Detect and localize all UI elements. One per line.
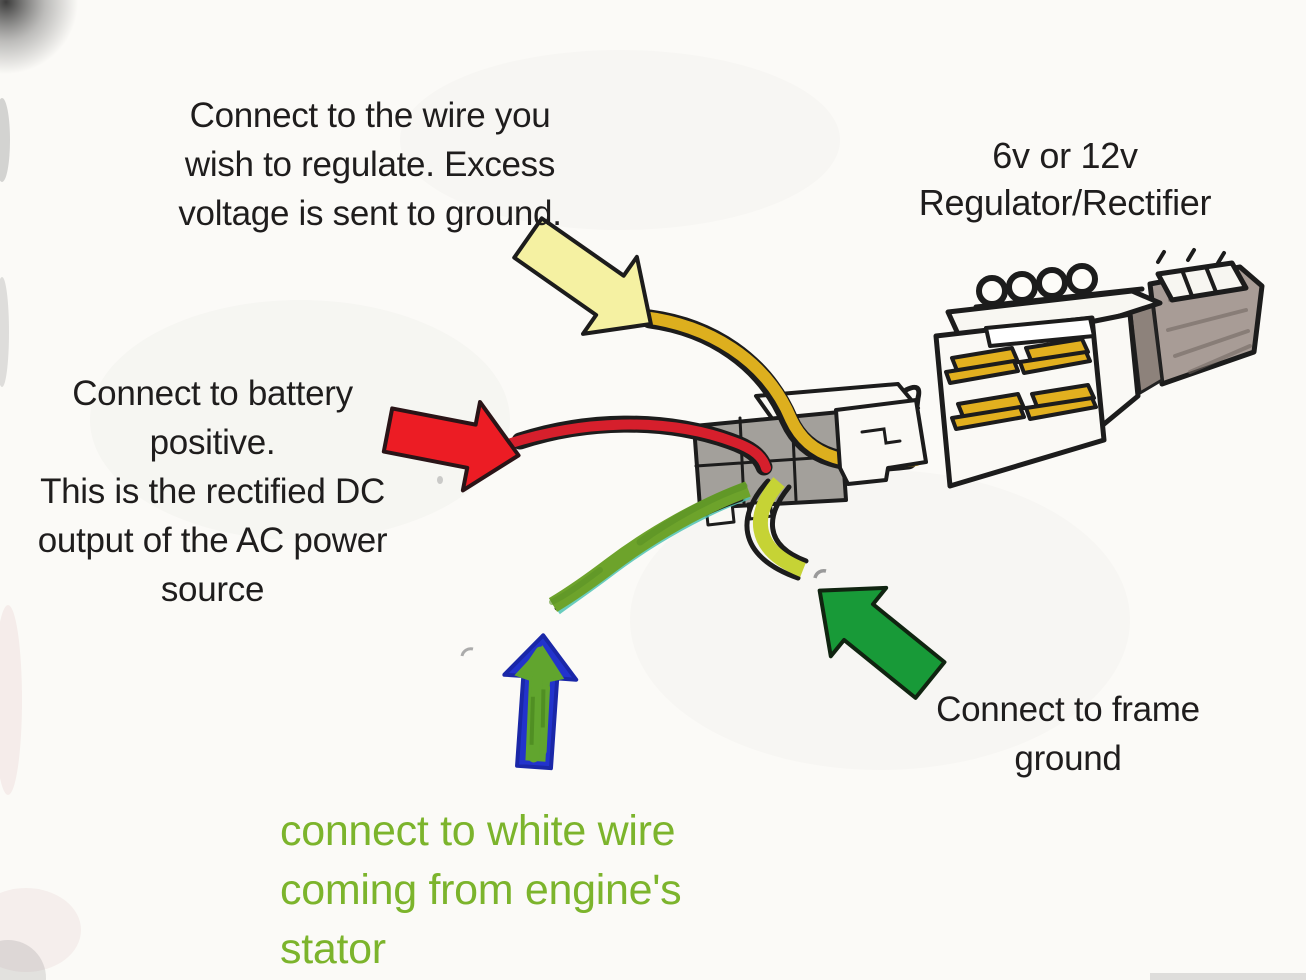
frame-ground-wire xyxy=(744,477,809,581)
connector-right-shell xyxy=(834,398,928,486)
battery-positive-wire xyxy=(503,415,773,476)
wires xyxy=(503,309,928,615)
annotation-regulate-wire: Connect to the wire you wish to regulate… xyxy=(178,96,562,233)
red-arrow-battery xyxy=(381,400,521,493)
annotation-battery-positive: Connect to battery positive. This is the… xyxy=(37,374,388,609)
arrows xyxy=(381,216,947,771)
spade-terminals xyxy=(944,337,1098,431)
stator-wire xyxy=(548,481,751,615)
annotation-stator-wire: connect to white wire coming from engine… xyxy=(280,807,682,973)
diagram-title: 6v or 12v Regulator/Rectifier xyxy=(918,135,1212,223)
blue-green-arrow-stator xyxy=(502,633,579,771)
regulator-rectifier-drawing xyxy=(899,248,1265,489)
green-arrow-ground xyxy=(817,585,947,700)
annotation-frame-ground: Connect to frame ground xyxy=(936,690,1200,778)
yellow-arrow-regulate xyxy=(512,216,653,336)
